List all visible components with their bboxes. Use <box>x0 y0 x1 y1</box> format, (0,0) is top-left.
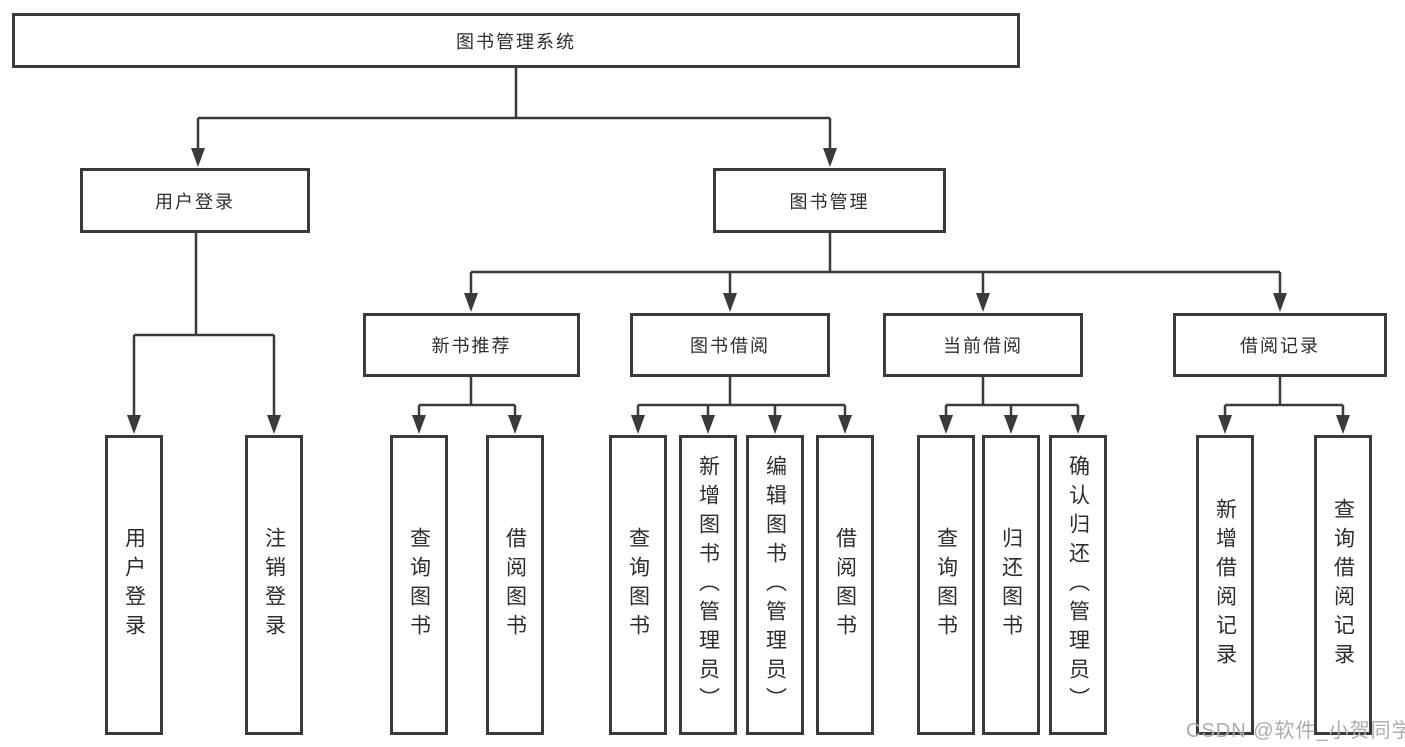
leaf-current-return-book: 归还图书 <box>982 435 1040 735</box>
node-label: 图书借阅 <box>690 336 770 356</box>
leaf-label: 查询图书 <box>407 527 431 643</box>
arrowheads <box>127 148 1350 434</box>
leaf-label: 归还图书 <box>999 527 1023 643</box>
leaf-borrow-add-book-admin: 新增图书（管理员） <box>679 435 737 735</box>
leaf-label: 借阅图书 <box>503 527 527 643</box>
leaf-current-confirm-return-admin: 确认归还（管理员） <box>1049 435 1107 735</box>
leaf-borrow-edit-book-admin: 编辑图书（管理员） <box>746 435 804 735</box>
leaf-borrow-query-book: 查询图书 <box>609 435 667 735</box>
leaf-label: 借阅图书 <box>833 527 857 643</box>
node-label: 图书管理 <box>789 191 870 212</box>
leaf-label: 查询借阅记录 <box>1331 498 1355 672</box>
leaf-label: 编辑图书（管理员） <box>763 454 787 716</box>
node-borrow-records: 借阅记录 <box>1173 313 1387 377</box>
leaf-label: 新增图书（管理员） <box>696 454 720 716</box>
leaf-label: 用户登录 <box>122 527 146 643</box>
leaf-records-query-record: 查询借阅记录 <box>1314 435 1372 735</box>
node-label: 新书推荐 <box>431 336 512 356</box>
node-current-borrowing: 当前借阅 <box>883 313 1083 377</box>
csdn-watermark: CSDN @软件_小贺同学 <box>1186 720 1405 742</box>
leaf-current-query-book: 查询图书 <box>917 435 975 735</box>
node-book-borrowing: 图书借阅 <box>630 313 830 377</box>
node-label: 借阅记录 <box>1240 336 1320 356</box>
leaf-label: 注销登录 <box>262 527 286 643</box>
leaf-label: 查询图书 <box>934 527 958 643</box>
leaf-recommend-query-book: 查询图书 <box>390 435 448 735</box>
node-root-label: 图书管理系统 <box>456 31 576 52</box>
node-label: 当前借阅 <box>943 336 1023 356</box>
leaf-label: 确认归还（管理员） <box>1066 454 1090 716</box>
leaf-label: 新增借阅记录 <box>1213 498 1237 672</box>
node-root-system: 图书管理系统 <box>12 13 1020 68</box>
node-label: 用户登录 <box>155 191 235 212</box>
node-new-book-recommend: 新书推荐 <box>363 313 580 377</box>
leaf-records-add-record: 新增借阅记录 <box>1196 435 1254 735</box>
node-user-login-branch: 用户登录 <box>80 168 310 233</box>
leaf-borrow-borrow-book: 借阅图书 <box>816 435 874 735</box>
node-book-management-branch: 图书管理 <box>713 168 946 233</box>
leaf-recommend-borrow-book: 借阅图书 <box>486 435 544 735</box>
leaf-logout: 注销登录 <box>245 435 303 735</box>
leaf-label: 查询图书 <box>626 527 650 643</box>
leaf-user-login: 用户登录 <box>105 435 163 735</box>
